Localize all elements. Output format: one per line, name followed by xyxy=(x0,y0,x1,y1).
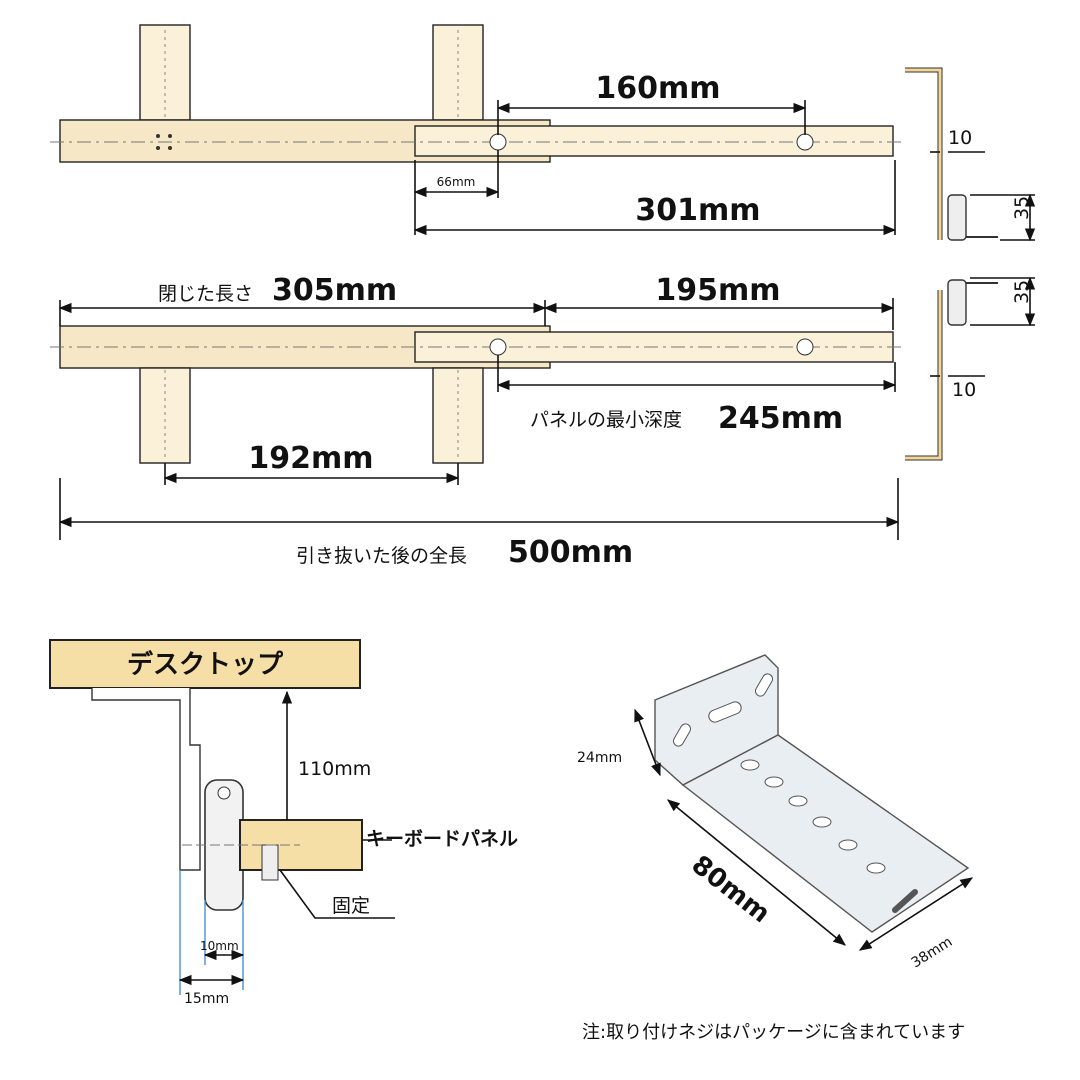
top-rail-inner xyxy=(414,125,894,157)
desktop-label: デスクトップ xyxy=(127,649,284,680)
fix-label: 固定 xyxy=(332,895,370,917)
total-length-label: 引き抜いた後の全長 xyxy=(296,545,467,567)
install-diagram: デスクトップ 110mm キーボードパネル 固定 10mm 15mm xyxy=(49,639,518,1007)
total-length-value: 500mm xyxy=(508,535,633,570)
dim-80mm-label: 80mm xyxy=(686,850,776,929)
closed-length-label: 閉じた長さ xyxy=(158,283,253,305)
desktop-board xyxy=(49,639,361,689)
side-view-top: 10 35 xyxy=(905,67,1036,242)
panel-depth-label: パネルの最小深度 xyxy=(530,409,682,431)
bottom-rail xyxy=(50,325,905,464)
dim-160-label: 160mm xyxy=(595,71,720,106)
side-top-width-label: 10 xyxy=(948,127,972,149)
closed-length-value: 305mm xyxy=(272,273,397,308)
dim-192-label: 192mm xyxy=(248,441,373,476)
side-top-height-label: 35 xyxy=(1011,196,1033,220)
dim-66-label: 66mm xyxy=(437,175,476,189)
top-rail xyxy=(50,24,905,163)
dim-301-label: 301mm xyxy=(635,193,760,228)
note-text: 注:取り付けネジはパッケージに含まれています xyxy=(582,1022,965,1043)
bracket-drawing: 24mm 80mm 38mm xyxy=(577,654,974,971)
dim-38mm-label: 38mm xyxy=(909,934,956,971)
side-bottom-width-label: 10 xyxy=(952,379,976,401)
dim-15mm-label: 15mm xyxy=(184,991,229,1007)
dim-10mm-label: 10mm xyxy=(200,939,239,953)
height-110-label: 110mm xyxy=(298,758,371,780)
side-view-bottom: 35 10 xyxy=(905,276,1036,461)
panel-depth-value: 245mm xyxy=(718,401,843,436)
panel-label: キーボードパネル xyxy=(366,828,518,850)
dim-195-label: 195mm xyxy=(655,273,780,308)
dim-24mm-label: 24mm xyxy=(577,750,622,766)
side-bottom-height-label: 35 xyxy=(1011,280,1033,304)
